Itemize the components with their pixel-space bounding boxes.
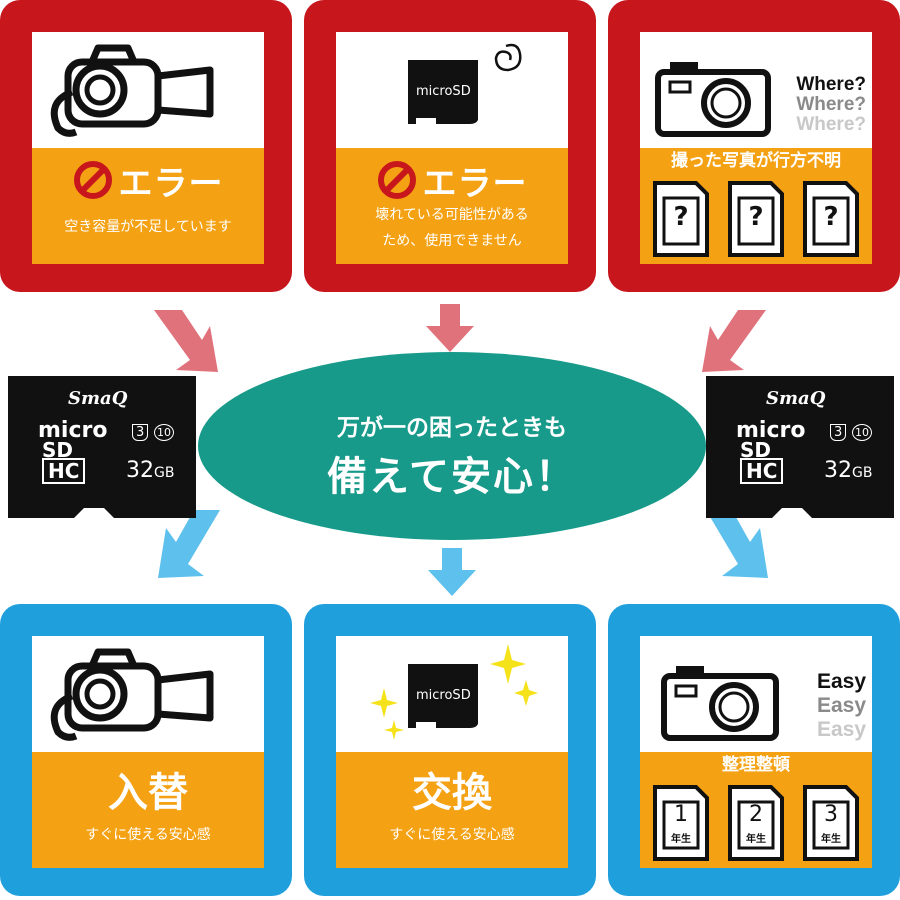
picture-area: Easy Easy Easy <box>640 636 872 752</box>
grade-card: 1 年生 <box>652 784 710 862</box>
grade-card: 3 年生 <box>802 784 860 862</box>
brand-logo: SmaQ <box>766 388 826 409</box>
grade-label: 年生 <box>746 834 766 845</box>
question-mark: ? <box>748 202 764 232</box>
uhs-class-badge: 3 <box>830 424 847 441</box>
question-mark: ? <box>673 202 689 232</box>
picture-area: microSD <box>336 32 568 148</box>
panel-inner: microSD エラー 壊れている可能性がある ため、使用できません <box>336 32 568 264</box>
hc-label: HC <box>42 458 86 484</box>
easy-text-1: Easy <box>816 670 866 693</box>
panel-camcorder-error: エラー 空き容量が不足しています <box>0 0 292 292</box>
arrow-down-icon <box>426 304 474 352</box>
arrow-down-left-blue-icon <box>158 510 220 578</box>
info-area: 撮った写真が行方不明 ? ? ? <box>640 148 872 264</box>
where-text-3: Where? <box>796 114 866 135</box>
arrow-down-blue-icon <box>428 548 476 596</box>
panel-microsd-exchange: microSD 交換 すぐに使える安心感 <box>304 604 596 896</box>
panel-inner: microSD 交換 すぐに使える安心感 <box>336 636 568 868</box>
replace-title: 入替 <box>108 770 188 816</box>
info-area: 交換 すぐに使える安心感 <box>336 752 568 868</box>
grade-number: 1 <box>674 802 688 827</box>
sd-card-left: SmaQ micro SD HC 3 10 32GB <box>4 376 200 522</box>
grade-cards: 1 年生 2 年生 3 年生 <box>652 784 860 862</box>
info-area: 整理整頓 1 年生 2 年生 3 年生 <box>640 752 872 868</box>
capacity-label: 32GB <box>126 458 174 483</box>
panel-organize: Easy Easy Easy 整理整頓 1 年生 2 年生 3 <box>608 604 900 896</box>
question-card: ? <box>802 180 860 258</box>
camera-icon <box>661 666 779 741</box>
center-message-oval: 万が一の困ったときも 備えて安心！ <box>198 352 706 540</box>
capacity-unit: GB <box>852 465 873 481</box>
micro-label: micro <box>38 418 108 443</box>
center-message-line1: 万が一の困ったときも <box>337 415 567 441</box>
arrow-down-right-icon <box>154 310 218 372</box>
exchange-message: すぐに使える安心感 <box>389 827 515 843</box>
microsd-card-icon <box>370 644 538 740</box>
picture-area <box>32 636 264 752</box>
question-cards: ? ? ? <box>652 180 860 258</box>
speed-class-badge: 10 <box>154 424 174 441</box>
picture-area <box>32 32 264 148</box>
speed-class-badge: 10 <box>852 424 872 441</box>
grade-card: 2 年生 <box>727 784 785 862</box>
where-text-2: Where? <box>796 94 866 115</box>
where-text-1: Where? <box>796 74 866 95</box>
panel-inner: エラー 空き容量が不足しています <box>32 32 264 264</box>
replace-message: すぐに使える安心感 <box>85 827 211 843</box>
micro-label: micro <box>736 418 806 443</box>
error-message: 空き容量が不足しています <box>64 219 232 235</box>
swirl-icon <box>494 43 522 72</box>
sparkle-icon <box>370 644 538 740</box>
microsd-card-icon <box>408 43 522 124</box>
capacity-label: 32GB <box>824 458 872 483</box>
grade-label: 年生 <box>821 834 841 845</box>
camcorder-icon <box>50 648 214 741</box>
info-area: エラー 壊れている可能性がある ため、使用できません <box>336 148 568 264</box>
error-message-line2: ため、使用できません <box>382 233 522 249</box>
question-card: ? <box>727 180 785 258</box>
picture-area: microSD <box>336 636 568 752</box>
lost-photos-title: 撮った写真が行方不明 <box>671 151 841 171</box>
hc-label: HC <box>740 458 784 484</box>
panel-inner: Where? Where? Where? 撮った写真が行方不明 ? ? ? <box>640 32 872 264</box>
easy-text-2: Easy <box>816 694 866 717</box>
capacity-value: 32 <box>126 458 154 483</box>
arrow-down-right-blue-icon <box>706 510 768 578</box>
question-card: ? <box>652 180 710 258</box>
panel-inner: 入替 すぐに使える安心感 <box>32 636 264 868</box>
microsd-label: microSD <box>416 688 471 703</box>
center-message-line2: 備えて安心！ <box>327 454 577 500</box>
picture-area: Where? Where? Where? <box>640 32 872 148</box>
info-area: エラー 空き容量が不足しています <box>32 148 264 264</box>
prohibited-icon <box>377 161 416 199</box>
grade-number: 3 <box>824 802 838 827</box>
camera-icon <box>655 62 771 137</box>
exchange-title: 交換 <box>412 770 492 816</box>
prohibited-icon <box>73 161 112 199</box>
error-label: エラー <box>422 163 528 204</box>
brand-logo: SmaQ <box>68 388 128 409</box>
microsd-label: microSD <box>416 84 471 99</box>
capacity-value: 32 <box>824 458 852 483</box>
question-mark: ? <box>823 202 839 232</box>
error-message-line1: 壊れている可能性がある <box>375 207 529 223</box>
panel-microsd-error: microSD エラー 壊れている可能性がある ため、使用できません <box>304 0 596 292</box>
error-row: エラー <box>32 158 264 204</box>
info-area: 入替 すぐに使える安心感 <box>32 752 264 868</box>
camcorder-icon <box>50 44 214 137</box>
grade-number: 2 <box>749 802 763 827</box>
error-label: エラー <box>118 163 224 204</box>
organize-title: 整理整頓 <box>722 755 790 775</box>
panel-camcorder-replace: 入替 すぐに使える安心感 <box>0 604 292 896</box>
easy-text-3: Easy <box>816 718 866 741</box>
panel-lost-photos: Where? Where? Where? 撮った写真が行方不明 ? ? ? <box>608 0 900 292</box>
panel-inner: Easy Easy Easy 整理整頓 1 年生 2 年生 3 <box>640 636 872 868</box>
sd-card-right: SmaQ micro SD HC 3 10 32GB <box>702 376 898 522</box>
arrow-down-left-icon <box>702 310 766 372</box>
capacity-unit: GB <box>154 465 175 481</box>
error-row: エラー <box>336 158 568 204</box>
uhs-class-badge: 3 <box>132 424 149 441</box>
grade-label: 年生 <box>671 834 691 845</box>
